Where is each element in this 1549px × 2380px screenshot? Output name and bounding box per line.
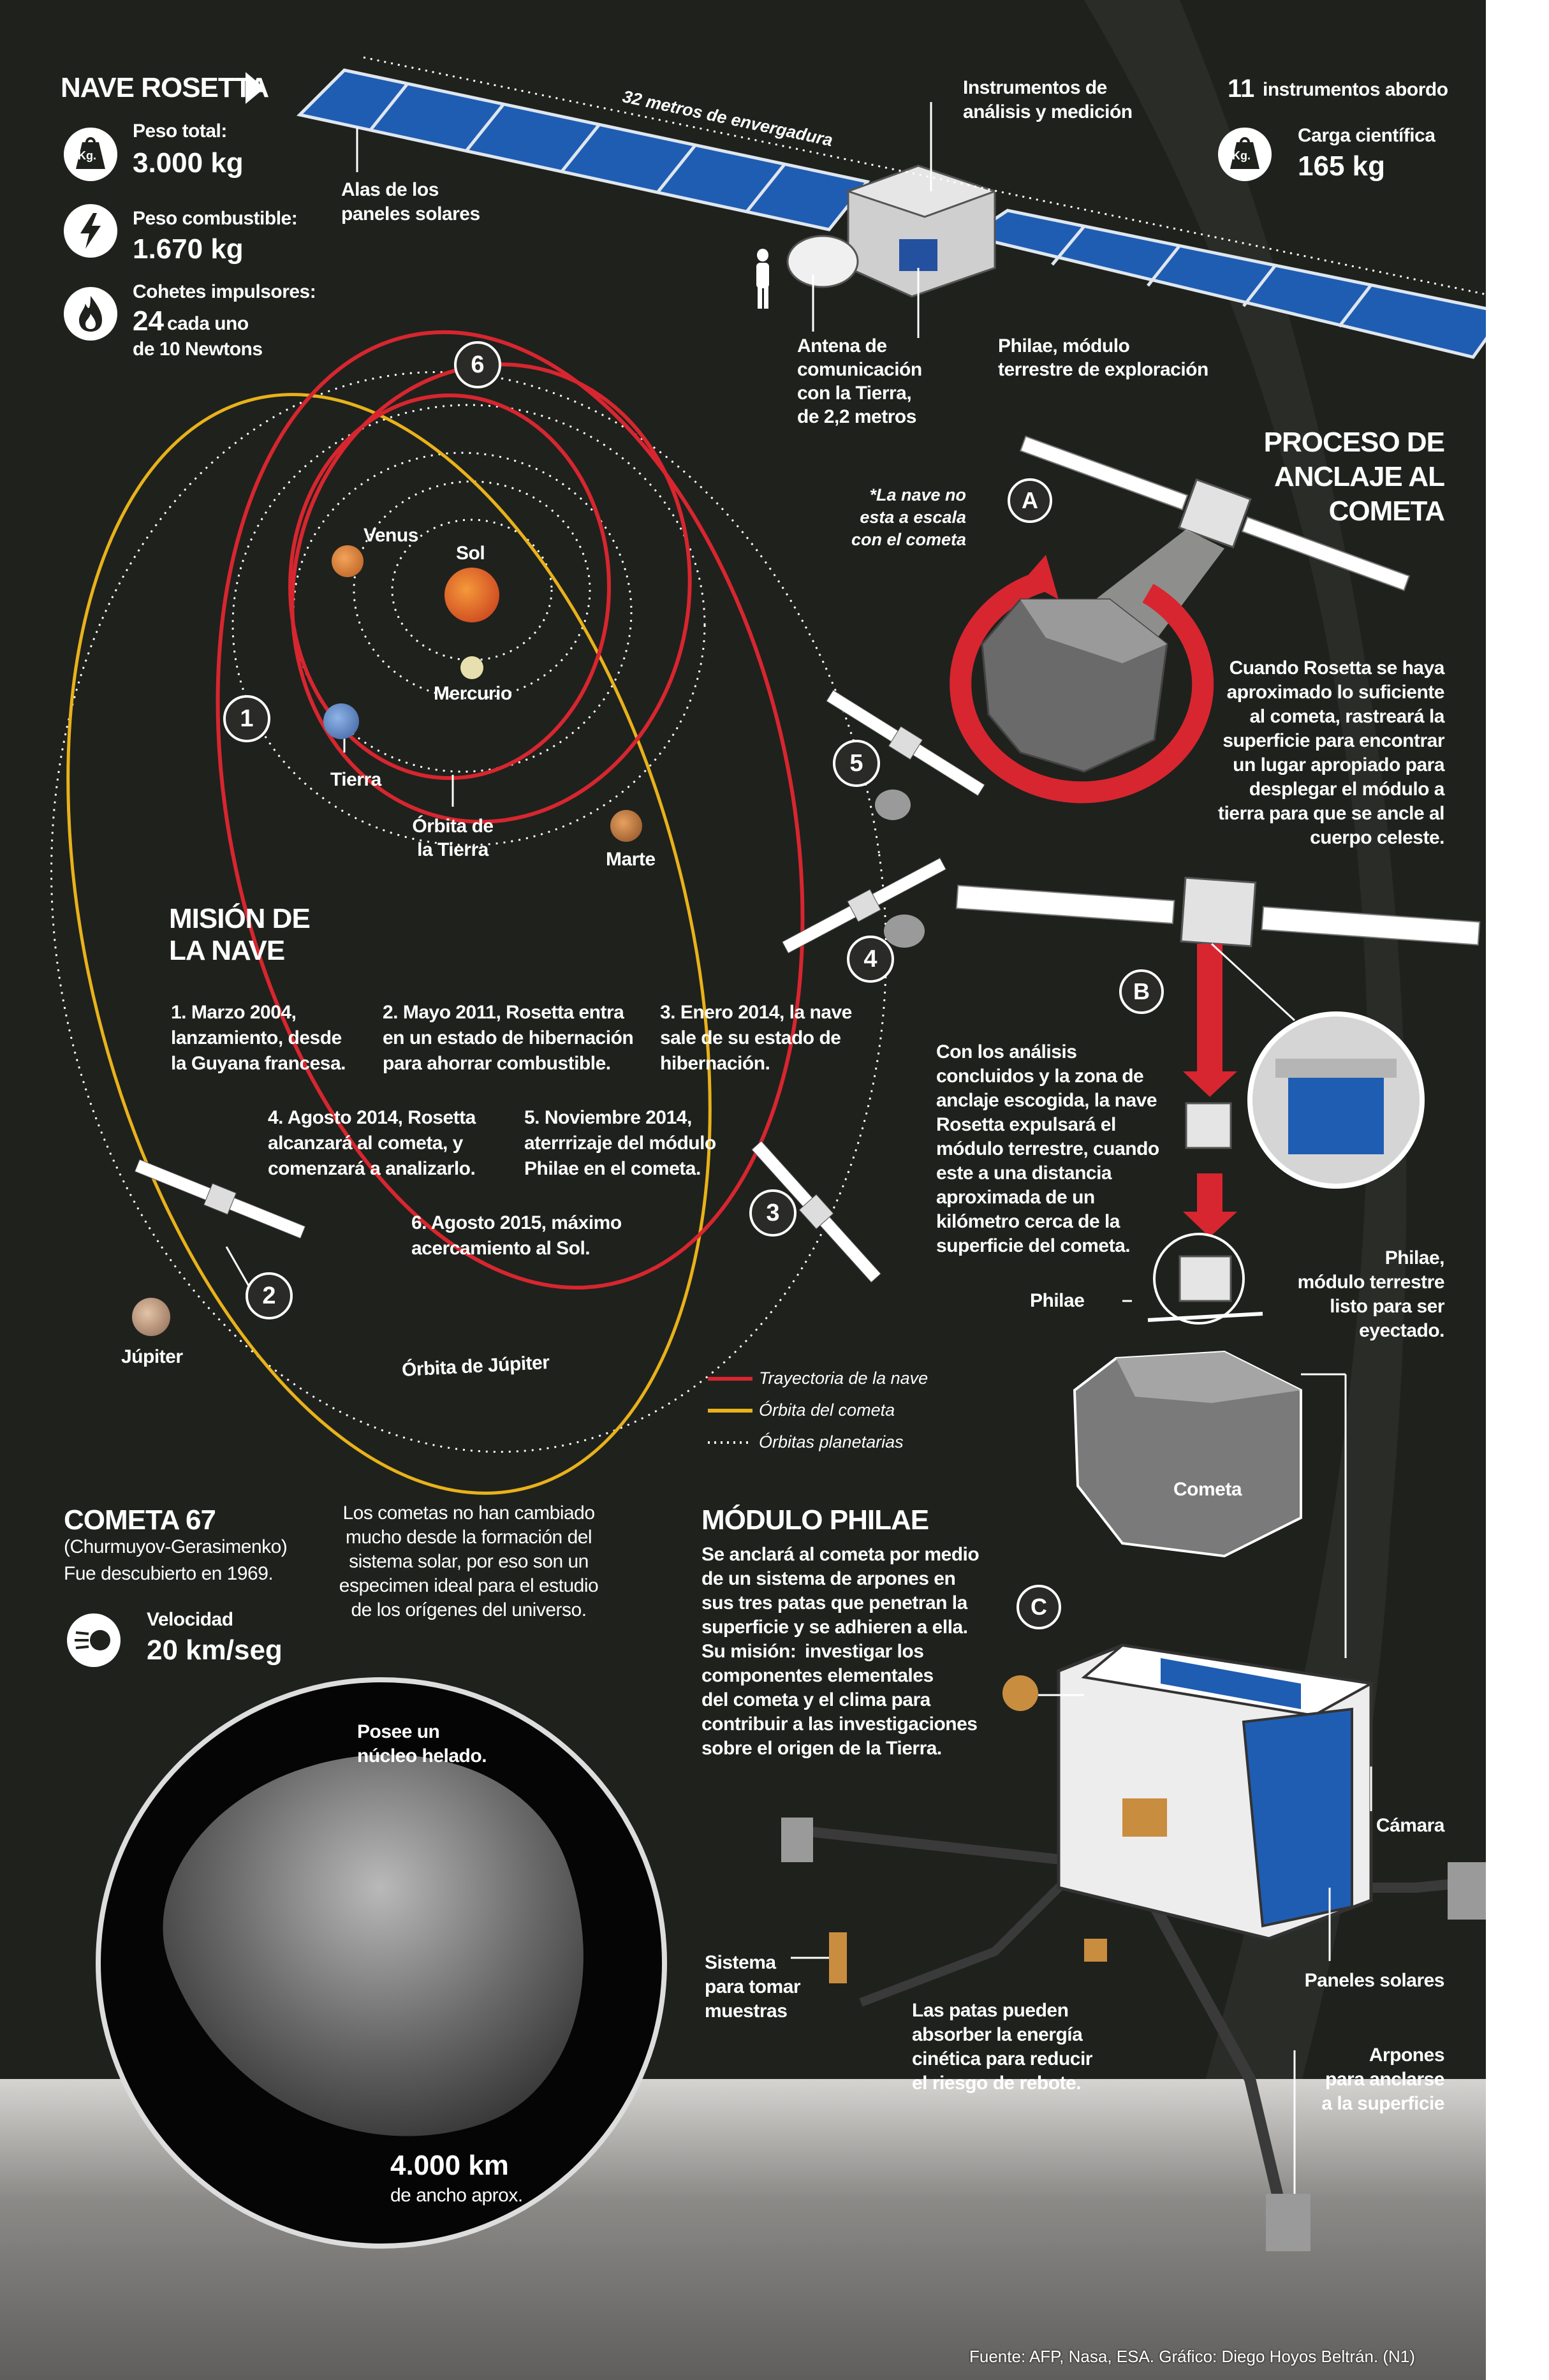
venus — [332, 545, 363, 577]
camera-label: Cámara — [1376, 1815, 1445, 1836]
philae-module-label-1: Philae, módulo — [998, 335, 1130, 356]
thrusters-desc-2: de 10 Newtons — [133, 339, 263, 360]
sun-label: Sol — [456, 543, 485, 564]
antenna-label-2: comunicación — [797, 359, 922, 380]
step-letter-a: A — [1008, 478, 1052, 523]
anchor-illustration-a — [950, 435, 1411, 804]
scale-note-2: esta a escala — [860, 508, 966, 527]
mission-title-1: MISIÓN DE — [169, 903, 311, 934]
sun — [444, 568, 499, 622]
legend-comet-orbit: Órbita del cometa — [759, 1400, 895, 1420]
step-letter-c: C — [1017, 1585, 1061, 1629]
fuel-value: 1.670 kg — [133, 233, 244, 265]
instruments-count-text: instrumentos abordo — [1263, 79, 1448, 100]
weight-icon: Kg. — [64, 128, 117, 181]
legend-planet-orbits: Órbitas planetarias — [759, 1432, 904, 1451]
mission-title-2: LA NAVE — [169, 935, 285, 966]
legend-trajectory: Trayectoria de la nave — [759, 1369, 929, 1388]
payload-label: Carga científica — [1298, 125, 1435, 146]
speed-comet-icon — [67, 1613, 121, 1667]
thrusters-desc-1: cada uno — [167, 313, 249, 334]
infographic-poster: Venus Sol Mercurio Tierra Órbita de la T… — [0, 0, 1486, 2380]
credits: Fuente: AFP, Nasa, ESA. Gráfico: Diego H… — [969, 2347, 1415, 2366]
earth-label: Tierra — [330, 769, 381, 790]
step-marker-3: 3 — [749, 1189, 797, 1237]
mercury-label: Mercurio — [434, 683, 512, 704]
antenna-label-4: de 2,2 metros — [797, 406, 916, 427]
anchor-title-2: ANCLAJE AL — [1274, 461, 1445, 492]
anchor-illustration-b — [955, 876, 1481, 1658]
comet-size-label: de ancho aprox. — [390, 2185, 523, 2206]
earth-orbit-label-1: Órbita de — [412, 816, 494, 837]
nucleus-label-1: Posee un — [357, 1721, 440, 1742]
philae-label-b: Philae — [1030, 1290, 1085, 1311]
rosetta-title: NAVE ROSETTA — [61, 72, 269, 103]
thrusters-value: 24 — [133, 305, 164, 337]
speed-label: Velocidad — [147, 1609, 233, 1630]
instruments-label-1: Instrumentos de — [963, 77, 1107, 98]
legend-lines — [708, 1377, 752, 1444]
step-marker-1: 1 — [223, 695, 270, 742]
philae-title: MÓDULO PHILAE — [701, 1504, 929, 1536]
instruments-label-2: análisis y medición — [963, 101, 1133, 122]
jupiter — [132, 1298, 170, 1336]
step-marker-4: 4 — [847, 936, 894, 983]
jupiter-label: Júpiter — [121, 1346, 183, 1367]
antenna-label-1: Antena de — [797, 335, 887, 356]
scale-note-3: con el cometa — [851, 530, 966, 549]
mars — [610, 810, 642, 842]
philae-module-label-2: terrestre de exploración — [998, 359, 1208, 380]
weight-value: 3.000 kg — [133, 147, 244, 179]
nucleus-label-2: núcleo helado. — [357, 1745, 487, 1767]
title-arrow-icon — [246, 72, 265, 104]
flame-icon — [64, 287, 117, 341]
mars-label: Marte — [606, 849, 656, 870]
step-marker-5: 5 — [833, 740, 880, 787]
philae-lander-illustration — [781, 1643, 1486, 2251]
venus-label: Venus — [363, 525, 418, 546]
comet-title: COMETA 67 — [64, 1504, 216, 1536]
step-letter-b: B — [1119, 969, 1164, 1014]
earth-orbit-label-2: la Tierra — [417, 839, 488, 860]
thrusters-label: Cohetes impulsores: — [133, 281, 316, 302]
solar-wings-label-1: Alas de los — [341, 179, 439, 200]
comet-nucleus-circle — [96, 1677, 667, 2249]
instruments-count-number: 11 — [1228, 75, 1255, 103]
solar-wings-label-2: paneles solares — [341, 203, 480, 224]
orbit-spacecraft-icons — [134, 689, 985, 1283]
mercury — [460, 656, 483, 679]
step-marker-6: 6 — [454, 341, 501, 388]
scale-note-1: *La nave no — [869, 485, 966, 504]
comet-label-b: Cometa — [1173, 1479, 1242, 1500]
anchor-title-3: COMETA — [1328, 496, 1445, 527]
antenna-label-3: con la Tierra, — [797, 383, 912, 404]
speed-value: 20 km/seg — [147, 1634, 283, 1666]
solar-panels-label: Paneles solares — [1304, 1970, 1445, 1991]
earth — [323, 703, 359, 739]
payload-value: 165 kg — [1298, 151, 1385, 182]
comet-discovered: Fue descubierto en 1969. — [64, 1563, 274, 1584]
fuel-label: Peso combustible: — [133, 208, 298, 229]
comet-size-value: 4.000 km — [390, 2150, 509, 2181]
weight-label: Peso total: — [133, 121, 227, 142]
payload-weight-icon: Kg. — [1218, 128, 1272, 181]
lightning-icon — [64, 204, 117, 258]
rosetta-spacecraft-illustration — [296, 56, 1486, 359]
anchor-title-1: PROCESO DE — [1263, 427, 1445, 458]
step-marker-2: 2 — [246, 1272, 293, 1319]
comet-subtitle: (Churmuyov-Gerasimenko) — [64, 1536, 288, 1557]
orbit-diagram — [50, 330, 887, 1495]
